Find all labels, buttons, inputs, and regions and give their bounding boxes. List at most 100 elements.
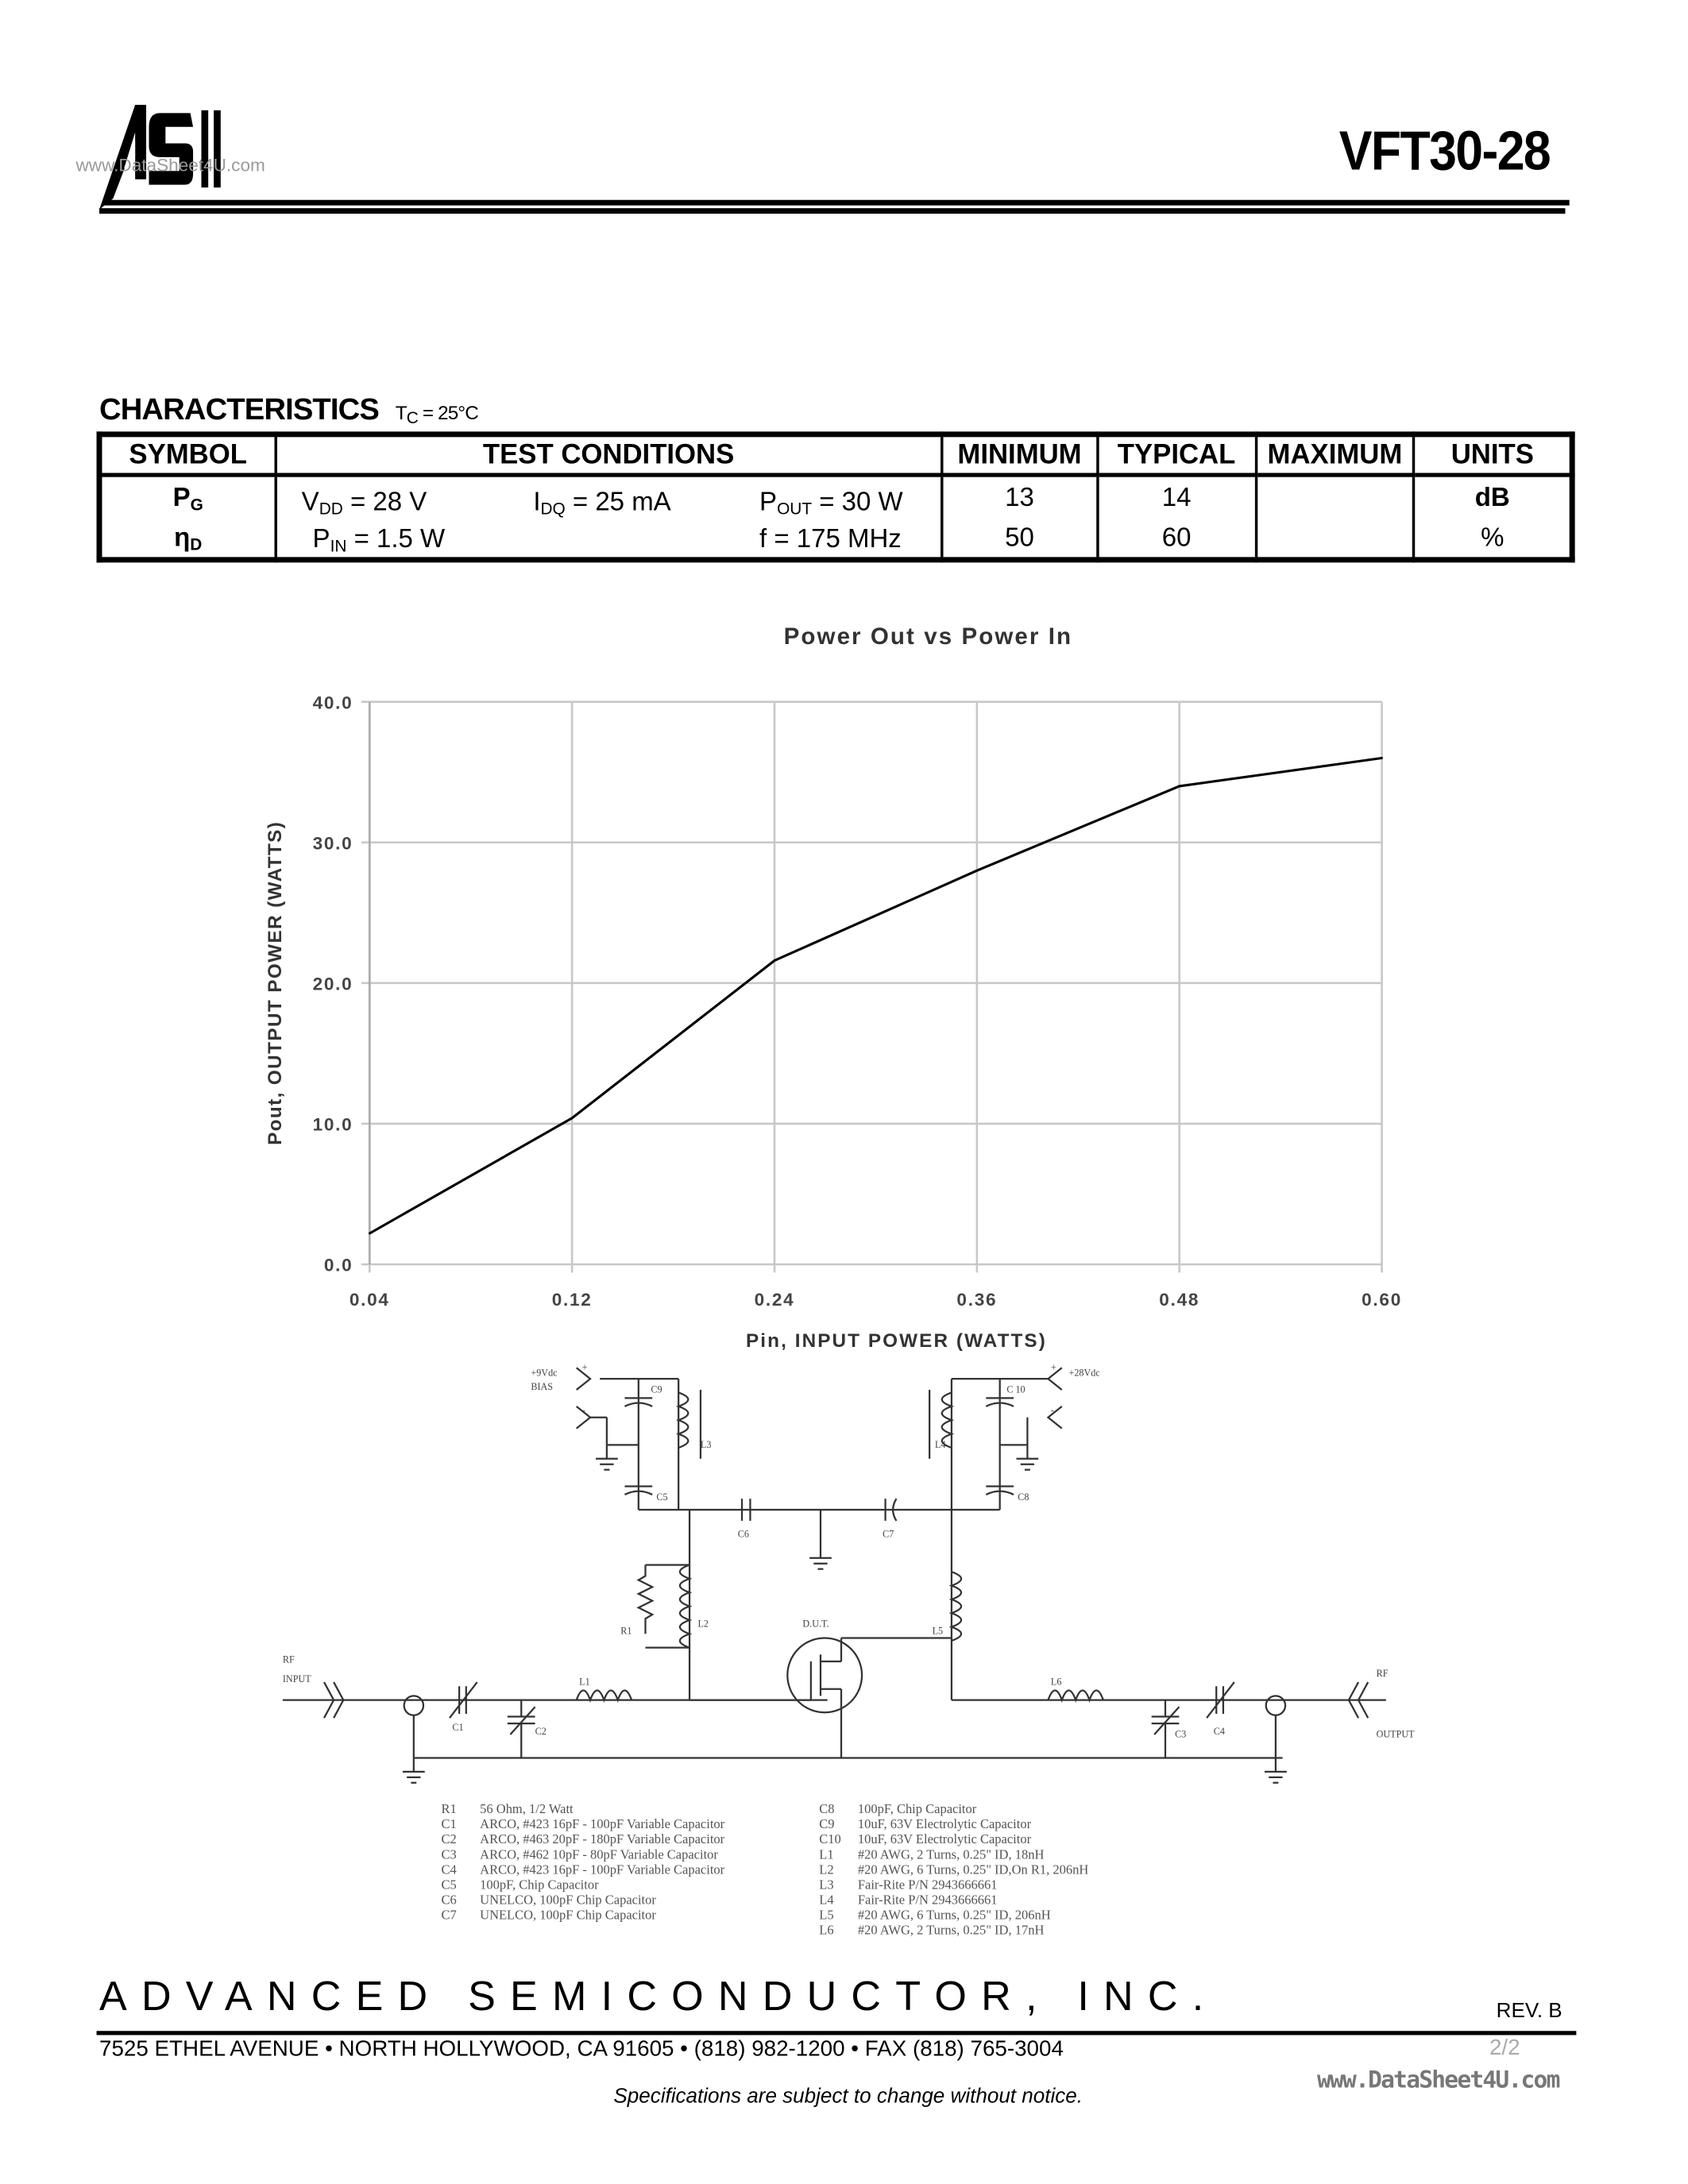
x-tick-label: 0.48 <box>1159 1290 1199 1310</box>
test-condition: VDD = 28 V <box>301 487 427 518</box>
units-cell: % <box>1412 519 1574 560</box>
revision: REV. B <box>1496 1999 1562 2023</box>
y-tick-label: 20.0 <box>313 974 353 994</box>
rf-output-label: RF <box>1377 1668 1389 1679</box>
l4-ferrite-inductor <box>941 1391 955 1449</box>
max-cell <box>1253 475 1416 520</box>
ground-symbol <box>402 1770 425 1784</box>
ref-label: C1 <box>452 1722 463 1733</box>
y-tick-label: 10.0 <box>313 1115 353 1135</box>
y-tick-label: 0.0 <box>324 1256 353 1275</box>
c5-capacitor <box>624 1485 653 1495</box>
minus-label: - <box>582 1405 585 1416</box>
footer-rule <box>96 2031 1577 2035</box>
c3-variable-capacitor <box>1151 1700 1180 1758</box>
c4-variable-capacitor <box>1206 1681 1235 1719</box>
c6-capacitor <box>740 1499 751 1521</box>
ground-symbol <box>1016 1457 1039 1471</box>
minus-label: - <box>1051 1405 1054 1416</box>
l5-inductor <box>948 1571 963 1642</box>
c7-capacitor <box>884 1498 898 1522</box>
bias-label: BIAS <box>531 1381 553 1392</box>
ref-label: C4 <box>1214 1726 1225 1737</box>
parts-list-item: L2#20 AWG, 6 Turns, 0.25" ID,On R1, 206n… <box>819 1864 1089 1878</box>
l6-inductor <box>1047 1689 1104 1703</box>
rf-input-label: RF <box>283 1654 295 1665</box>
parts-list-item: L6#20 AWG, 2 Turns, 0.25" ID, 17nH <box>819 1924 1045 1939</box>
ref-label: C9 <box>651 1383 662 1395</box>
ref-label: L6 <box>1051 1677 1062 1688</box>
data-series-line <box>369 756 1382 1235</box>
chart-title: Power Out vs Power In <box>784 623 1072 650</box>
parts-list-item: L1#20 AWG, 2 Turns, 0.25" ID, 18nH <box>819 1849 1045 1863</box>
parts-list-item: L5#20 AWG, 6 Turns, 0.25" ID, 206nH <box>819 1909 1051 1924</box>
ground-symbol <box>1265 1770 1287 1784</box>
data-point <box>975 869 979 872</box>
x-axis-label: Pin, INPUT POWER (WATTS) <box>746 1330 1047 1352</box>
company-name: ADVANCED SEMICONDUCTOR, INC. <box>98 1974 1219 2020</box>
rf-input-label: INPUT <box>283 1673 311 1684</box>
part-number: VFT30-28 <box>1338 121 1551 183</box>
ref-label: L5 <box>933 1625 944 1636</box>
col-maximum: MAXIMUM <box>1253 433 1416 477</box>
test-condition: IDQ = 25 mA <box>533 487 671 518</box>
rf-output-label: OUTPUT <box>1377 1728 1415 1739</box>
typ-cell: 60 <box>1095 519 1257 560</box>
y-tick-label: 30.0 <box>313 833 353 853</box>
ref-label: R1 <box>620 1625 632 1636</box>
col-symbol: SYMBOL <box>98 433 277 477</box>
x-tick-label: 0.12 <box>552 1290 593 1310</box>
output-line-stub <box>1265 1695 1287 1716</box>
dut-transistor <box>786 1637 863 1714</box>
col-typical: TYPICAL <box>1095 433 1257 477</box>
ref-label: C2 <box>535 1726 547 1737</box>
data-point <box>368 1232 371 1235</box>
l3-ferrite-inductor <box>675 1391 689 1449</box>
header-rule <box>98 208 1566 214</box>
x-tick-label: 0.24 <box>755 1290 795 1310</box>
dut-label: D.U.T. <box>802 1619 829 1630</box>
symbol-cell: ηD <box>98 519 277 560</box>
plus-label: + <box>582 1362 588 1373</box>
ref-label: C8 <box>1018 1491 1029 1503</box>
col-minimum: MINIMUM <box>940 433 1099 477</box>
ref-label: L4 <box>935 1439 946 1450</box>
data-point <box>570 1117 574 1120</box>
data-point <box>1178 785 1181 788</box>
ref-label: L3 <box>701 1439 712 1450</box>
page-number: 2/2 <box>1489 2036 1520 2060</box>
units-cell: dB <box>1412 475 1574 520</box>
x-tick-label: 0.60 <box>1362 1290 1402 1310</box>
c1-variable-capacitor <box>449 1681 478 1719</box>
l1-inductor <box>575 1689 633 1703</box>
plus-label: + <box>1051 1362 1056 1373</box>
c2-variable-capacitor <box>507 1700 536 1758</box>
c9-electrolytic-capacitor <box>624 1397 653 1407</box>
y-tick-label: 40.0 <box>313 693 353 712</box>
test-condition: PIN = 1.5 W <box>312 524 446 555</box>
max-cell <box>1253 519 1416 560</box>
x-tick-label: 0.36 <box>956 1290 997 1310</box>
supply-input-terminals <box>1046 1367 1063 1430</box>
data-point <box>773 959 776 962</box>
asi-logo <box>98 104 221 210</box>
watermark-text: www.DataSheet4U.com <box>1316 2066 1560 2095</box>
